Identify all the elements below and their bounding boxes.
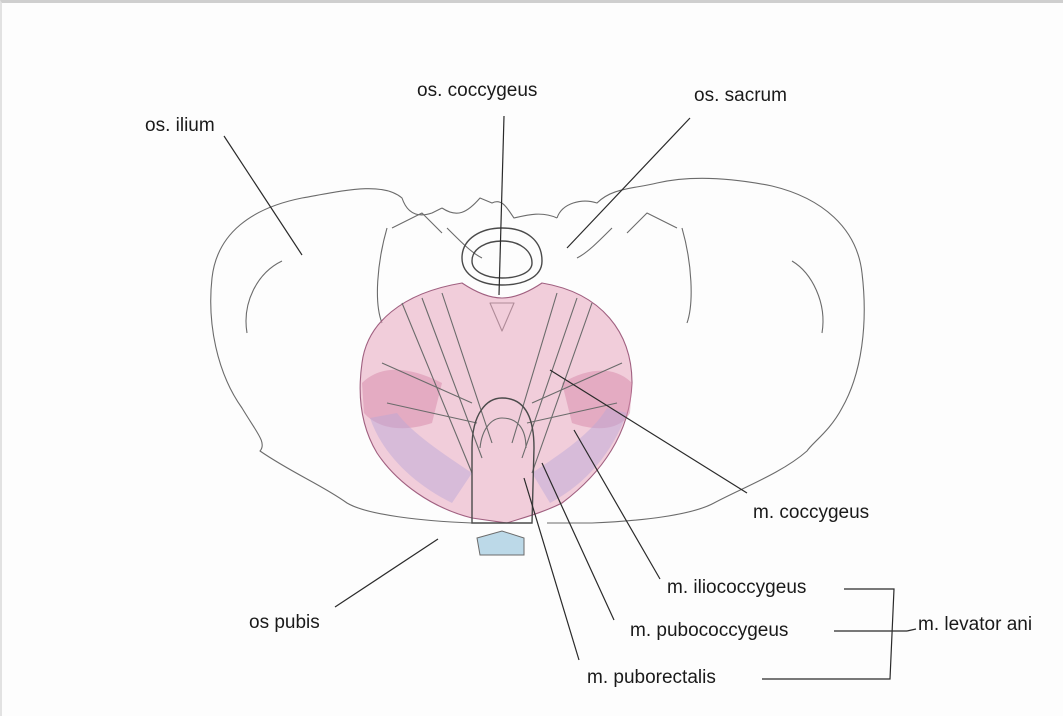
label-os-pubis: os pubis: [249, 613, 320, 632]
label-os-sacrum: os. sacrum: [694, 86, 787, 105]
leader-m-iliococcygeus: [574, 430, 660, 579]
pubic-symphysis: [477, 531, 524, 555]
levator-ani-muscles: [360, 283, 632, 523]
leader-os-pubis: [335, 539, 438, 607]
label-m-pubococcygeus: m. pubococcygeus: [630, 621, 788, 640]
leader-m-levator-ani-tip: [907, 629, 916, 631]
label-m-puborectalis: m. puborectalis: [587, 668, 716, 687]
leader-os-coccygeus: [499, 116, 504, 295]
label-os-coccygeus: os. coccygeus: [417, 81, 537, 100]
label-m-coccygeus: m. coccygeus: [753, 503, 869, 522]
leader-os-sacrum: [567, 118, 690, 248]
leader-os-ilium: [224, 136, 302, 255]
label-m-levator-ani: m. levator ani: [918, 615, 1032, 634]
label-os-ilium: os. ilium: [145, 116, 215, 135]
label-m-iliococcygeus: m. iliococcygeus: [667, 578, 806, 597]
pelvic-floor-drawing: [2, 3, 1063, 719]
